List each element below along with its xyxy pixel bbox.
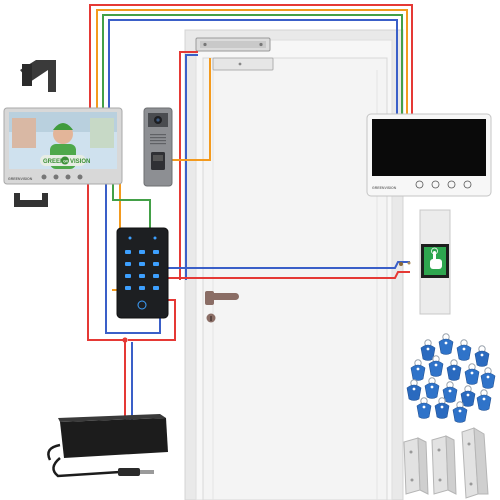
wire-green-top <box>102 14 403 115</box>
rfid-tag-icon <box>420 339 436 361</box>
keypad-key[interactable] <box>153 250 159 254</box>
wire-orange-panel-up <box>168 58 211 161</box>
keypad-key[interactable] <box>153 274 159 278</box>
keypad-key[interactable] <box>139 274 145 278</box>
wire-red-top <box>89 4 413 115</box>
l-bracket <box>403 437 429 495</box>
small-brand-label: GREENVISION <box>8 177 33 181</box>
rfid-tag-icon <box>442 381 458 403</box>
wires <box>87 4 413 420</box>
keypad-key[interactable] <box>139 262 145 266</box>
keypad-key[interactable] <box>139 286 145 290</box>
indoor-monitor-right: GREENVISION <box>366 113 492 197</box>
keypad-key[interactable] <box>125 250 131 254</box>
rfid-tag-icon <box>452 401 468 423</box>
rfid-tag-icon <box>464 363 480 385</box>
indoor-monitor-left: GREEN GV VISION GREENVISION <box>3 107 123 185</box>
outdoor-call-panel <box>143 107 173 187</box>
indoor-monitor-bracket <box>20 60 56 92</box>
keypad-key[interactable] <box>125 286 131 290</box>
wire-blue-exit <box>168 261 410 269</box>
rfid-tag-icon <box>456 339 472 361</box>
monitor-button[interactable] <box>447 180 456 189</box>
wire-blue-top <box>108 19 398 115</box>
rfid-tag-icon <box>460 385 476 407</box>
keypad-reader <box>116 227 169 319</box>
rfid-zone-icon <box>137 300 147 310</box>
rfid-tag-icon <box>410 359 426 381</box>
brand-logo-mark: GV <box>63 160 69 164</box>
wall-mount-bracket <box>14 193 48 207</box>
door-handle <box>205 291 239 323</box>
keypad-key[interactable] <box>125 262 131 266</box>
wire-blue-panel <box>105 180 161 334</box>
lock-armature-plate <box>212 57 274 71</box>
rfid-tag-icon <box>446 359 462 381</box>
brand-name-right: VISION <box>70 159 90 165</box>
wire-orange-top <box>96 9 408 115</box>
dc-plug <box>118 468 140 476</box>
rfid-tag-icon <box>424 377 440 399</box>
monitor-screen-off <box>372 119 486 176</box>
rfid-tag-icon <box>428 355 444 377</box>
keypad-key[interactable] <box>139 250 145 254</box>
wire-blue-lock-up <box>185 54 198 280</box>
monitor-button[interactable] <box>77 174 83 180</box>
mount-screw <box>407 261 411 265</box>
lock-mounting-brackets <box>403 427 489 499</box>
z-bracket <box>431 435 457 495</box>
hand-pointer-icon <box>430 247 442 269</box>
keypad-keys <box>125 250 159 290</box>
rfid-tag-icon <box>474 345 490 367</box>
monitor-button[interactable] <box>415 180 424 189</box>
electromagnetic-lock <box>195 37 274 71</box>
monitor-button[interactable] <box>41 174 47 180</box>
rfid-tag-icon <box>480 367 496 389</box>
rfid-tag-icon <box>438 333 454 355</box>
monitor-button[interactable] <box>431 180 440 189</box>
wire-red-exit <box>168 271 410 279</box>
rfid-tag-icon <box>476 389 492 411</box>
monitor-buttons <box>41 174 83 180</box>
power-cable <box>52 457 121 478</box>
exit-button <box>399 209 451 315</box>
brand-name-left: GREEN <box>43 159 64 165</box>
mount-screw <box>399 262 403 266</box>
small-brand-label-right: GREENVISION <box>372 186 397 190</box>
monitor-buttons-right <box>415 180 472 189</box>
junction-dot <box>122 337 128 343</box>
keypad-key[interactable] <box>125 274 131 278</box>
keypad-key[interactable] <box>153 262 159 266</box>
wire-green-panel <box>112 180 151 228</box>
brand-logo-icon <box>61 156 69 165</box>
u-bracket <box>461 427 489 499</box>
power-supply <box>47 414 168 478</box>
wire-red-lock-up <box>179 51 198 280</box>
keypad-key[interactable] <box>153 286 159 290</box>
rfid-tag-icon <box>434 397 450 419</box>
wire-red-keypad-down <box>128 299 176 341</box>
monitor-button[interactable] <box>463 180 472 189</box>
rfid-tag-icon <box>406 379 422 401</box>
monitor-button[interactable] <box>65 174 71 180</box>
rfid-tag-icon <box>416 397 432 419</box>
monitor-button[interactable] <box>53 174 59 180</box>
rfid-key-fobs <box>406 333 496 423</box>
